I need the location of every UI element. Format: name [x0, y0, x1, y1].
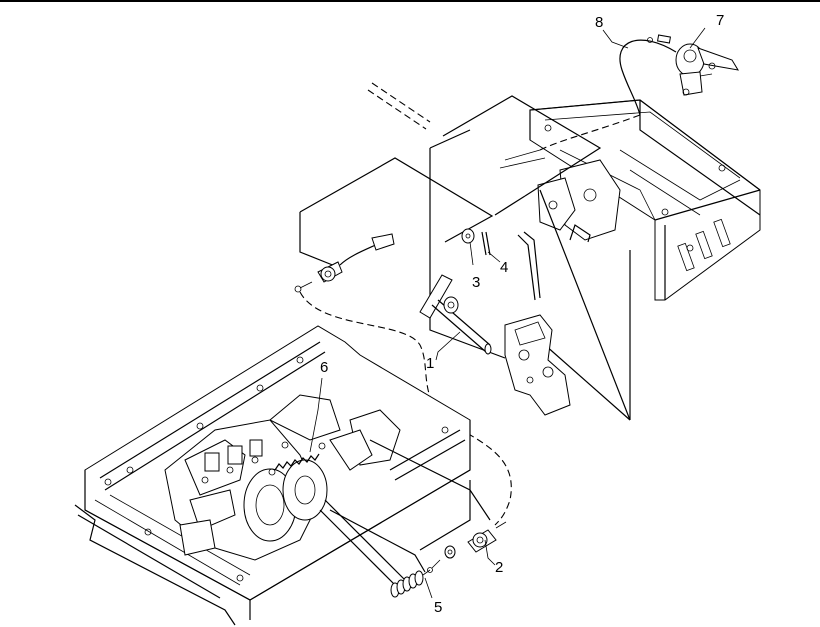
cable-end-fitting [427, 521, 507, 573]
transmission-unit [164, 419, 406, 591]
extension-spring-lower [390, 569, 431, 598]
throttle-lever-assembly [675, 43, 739, 96]
callout-7: 7 [716, 12, 725, 29]
throttle-cable [539, 34, 677, 151]
callout-6: 6 [320, 359, 329, 376]
callout-8: 8 [595, 14, 604, 31]
callout-2: 2 [495, 559, 504, 576]
shift-lever-bracket [504, 231, 571, 416]
shift-rod-assembly [419, 274, 492, 355]
extension-spring-upper [268, 442, 326, 476]
callout-3: 3 [472, 274, 481, 291]
callout-5: 5 [434, 599, 443, 616]
top-border-line [0, 0, 820, 2]
control-panel-bracket [529, 99, 761, 301]
callout-4: 4 [500, 259, 509, 276]
assembly-frame-lines [299, 95, 631, 421]
lower-linkage-lines [329, 439, 491, 573]
rod-outline [367, 82, 431, 130]
callout-1: 1 [426, 355, 435, 372]
cotter-pin-part [481, 231, 491, 256]
callout-leaders [309, 27, 706, 599]
washer-part [461, 228, 475, 244]
